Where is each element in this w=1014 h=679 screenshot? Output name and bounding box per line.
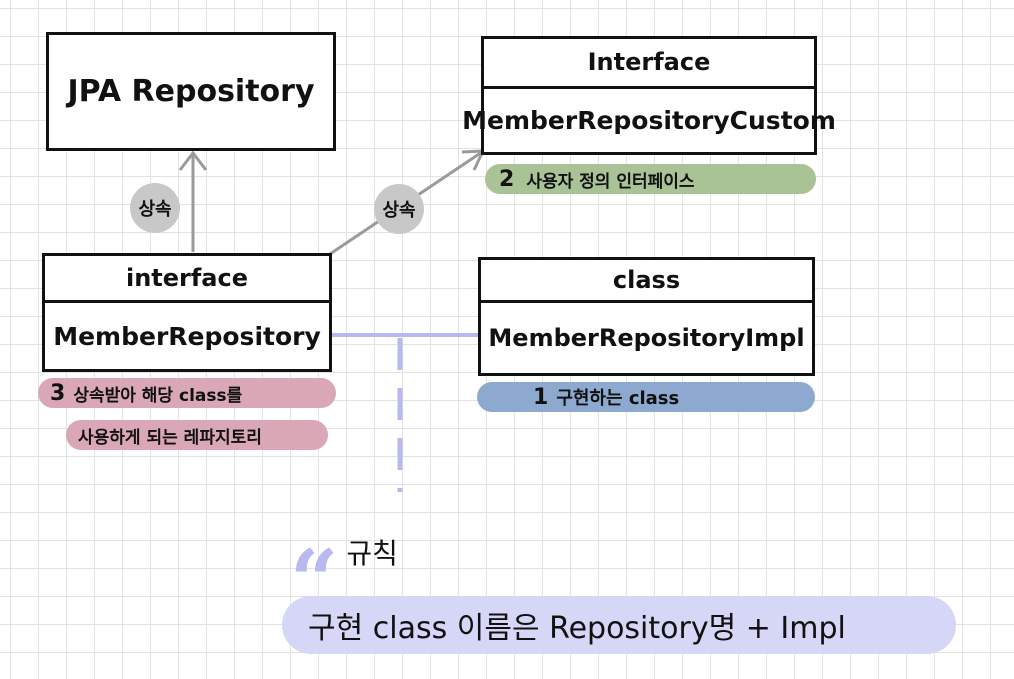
member-repository-custom-box: Interface MemberRepositoryCustom (462, 36, 836, 155)
member-box-title: MemberRepository (53, 321, 321, 351)
jpa-repository-title: JPA Repository (67, 74, 315, 109)
quote-icon: “ (290, 531, 339, 630)
implementation-connector (332, 333, 478, 492)
member-note-number: 3 (50, 380, 66, 406)
member-box-header: interface (45, 256, 329, 303)
custom-box-title: MemberRepositoryCustom (462, 106, 836, 135)
custom-note-text: 사용자 정의 인터페이스 (526, 171, 695, 192)
member-note-line2-text: 사용하게 되는 레파지토리 (78, 427, 262, 448)
arrow-up-icon (178, 150, 208, 252)
inherit-label-left: 상속 (130, 183, 180, 233)
custom-box-header: Interface (484, 39, 814, 89)
custom-note: 2 사용자 정의 인터페이스 (485, 164, 816, 194)
rule-statement-text: 구현 class 이름은 Repository명 + Impl (308, 611, 846, 646)
impl-note-number: 1 (533, 384, 549, 410)
impl-box-header: class (481, 260, 812, 303)
jpa-repository-box: JPA Repository (46, 32, 336, 151)
inherit-label-right-text: 상속 (382, 200, 416, 221)
impl-note: 1 구현하는 class (477, 382, 815, 412)
member-repository-impl-box: class MemberRepositoryImpl (478, 257, 815, 376)
member-note-line2: 사용하게 되는 레파지토리 (66, 420, 328, 450)
impl-box-title: MemberRepositoryImpl (488, 324, 805, 352)
rule-heading-text: 규칙 (346, 537, 398, 570)
inherit-label-left-text: 상속 (138, 199, 172, 220)
rule-statement: 구현 class 이름은 Repository명 + Impl (282, 596, 956, 654)
rule-heading: “ 규칙 (290, 524, 398, 623)
custom-note-number: 2 (499, 166, 515, 192)
impl-note-text: 구현하는 class (556, 388, 680, 409)
inherit-label-right: 상속 (374, 184, 424, 234)
member-note-line1: 3 상속받아 해당 class를 (38, 378, 336, 408)
member-note-line1-text: 상속받아 해당 class를 (73, 385, 243, 406)
member-repository-box: interface MemberRepository (42, 253, 332, 372)
